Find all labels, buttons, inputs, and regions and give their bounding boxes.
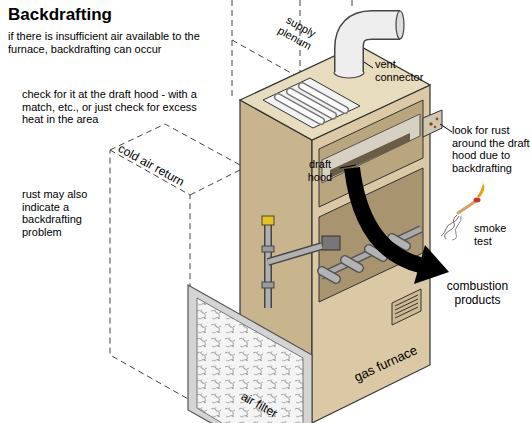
note-text: rust may also indicate a backdrafting pr…	[22, 188, 108, 239]
pipe-union	[262, 282, 274, 288]
burner-outline	[322, 271, 336, 279]
rust-spot	[434, 126, 436, 128]
match-stick	[458, 201, 476, 213]
burner	[322, 271, 336, 279]
smoke-wisp	[452, 216, 461, 240]
grille-slot	[395, 307, 418, 318]
smoke-wisp	[441, 216, 459, 236]
leader-line	[440, 124, 452, 132]
rust-spot	[436, 118, 439, 121]
plenum-edge	[232, 0, 233, 96]
return-edge	[190, 170, 240, 195]
gas-pipe-outline	[268, 246, 322, 262]
draft-hood-slot	[330, 133, 410, 178]
leader-line	[364, 62, 373, 68]
vent-pipe-base	[334, 72, 364, 78]
heat-exchanger	[302, 86, 345, 110]
diagram-title: Backdrafting	[8, 5, 112, 25]
part-label: draft hood	[300, 158, 340, 183]
part-label: vent connector	[375, 58, 437, 83]
note-text: check for it at the draft hood - with a …	[22, 88, 200, 126]
heat-exchanger	[302, 86, 345, 110]
burner-outline	[345, 260, 359, 268]
note-text: if there is insufficient air available t…	[8, 30, 208, 55]
plenum-opening	[263, 78, 360, 128]
part-label: supply plenum	[268, 8, 328, 57]
plenum-edge	[352, 0, 353, 10]
gas-pipe	[268, 246, 322, 262]
rust-spot	[429, 122, 433, 126]
match-flame	[477, 183, 484, 198]
callout-note: look for rust around the draft hood due …	[452, 124, 530, 175]
pipe-union	[262, 246, 274, 252]
draft-hood-lip	[423, 110, 442, 137]
gas-valve	[322, 236, 340, 250]
air-filter-frame	[188, 285, 312, 423]
flow-label: combustion products	[435, 280, 520, 308]
flow-arrow-head	[414, 245, 449, 284]
burner-opening	[319, 168, 423, 302]
burner	[345, 260, 359, 268]
part-label: cold air return	[115, 142, 218, 207]
door-grille	[392, 289, 421, 325]
shutoff-valve	[262, 216, 274, 225]
draft-hood	[322, 114, 420, 183]
flow-arrow-shaft	[352, 168, 420, 265]
callout-note: smoke test	[474, 222, 518, 247]
match-head	[474, 198, 481, 203]
vent-pipe-end	[396, 11, 404, 39]
leader-line	[340, 165, 356, 168]
